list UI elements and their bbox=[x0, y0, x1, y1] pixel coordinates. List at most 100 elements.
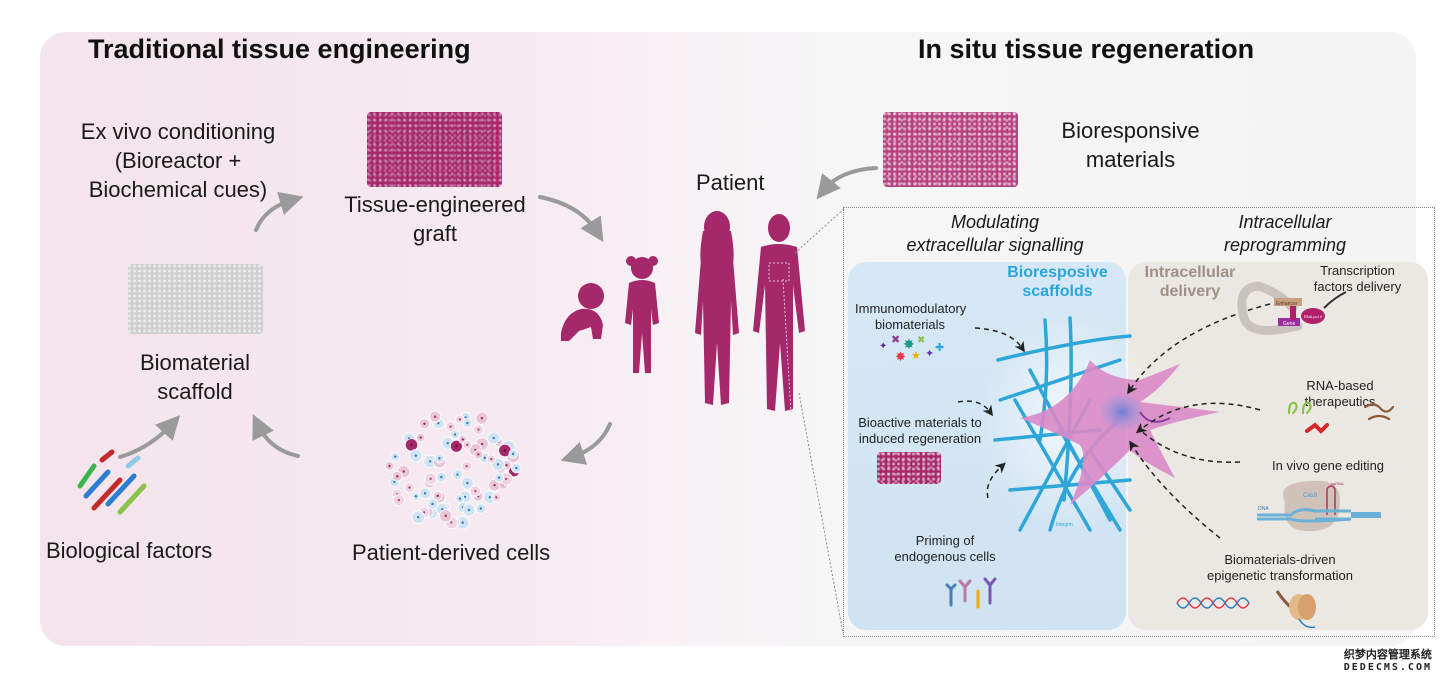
icd-line2: delivery bbox=[1159, 283, 1221, 300]
in-situ-title: In situ tissue regeneration bbox=[918, 34, 1255, 64]
biological-factors-label: Biological factors bbox=[46, 538, 213, 563]
cell-nucleus-dot bbox=[505, 464, 508, 467]
bioresponsive-line1: Bioresponsive bbox=[1061, 118, 1200, 143]
transcription-factor-icon: Enhancer Gene RNA pol II bbox=[1237, 281, 1347, 335]
gene-label: Gene bbox=[1283, 321, 1295, 327]
cell-nucleus-dot bbox=[467, 508, 471, 512]
bioresponsive-line2: materials bbox=[1085, 147, 1176, 172]
patient-cells-label: Patient-derived cells bbox=[352, 540, 551, 565]
svg-text:✦: ✦ bbox=[879, 341, 887, 352]
scaffold-label: Biomaterial scaffold bbox=[110, 348, 280, 406]
cell-nucleus-dot bbox=[464, 416, 467, 419]
scaffold-line2: scaffold bbox=[157, 379, 233, 404]
cell-nucleus-dot bbox=[466, 421, 469, 425]
baby-silhouette-icon bbox=[561, 283, 604, 341]
bioactive-line2: induced regeneration bbox=[858, 431, 982, 446]
cell-nucleus-dot bbox=[495, 496, 498, 499]
rna-label: RNA-based therapeutics bbox=[1290, 378, 1390, 410]
woman-silhouette-icon bbox=[695, 211, 739, 405]
svg-text:✦: ✦ bbox=[925, 348, 934, 360]
cell-nucleus-dot bbox=[446, 441, 449, 445]
ex-vivo-label: Ex vivo conditioning (Bioreactor + Bioch… bbox=[58, 117, 298, 204]
priming-line2: endogenous cells bbox=[894, 549, 996, 564]
cas9-label: Cas9 bbox=[1303, 493, 1318, 499]
cell-nucleus bbox=[1100, 394, 1144, 430]
cell-nucleus-dot bbox=[449, 425, 452, 428]
graft-line1: Tissue-engineered bbox=[344, 192, 526, 217]
cell-nucleus-dot bbox=[461, 521, 464, 524]
tissue-engineered-graft-image bbox=[367, 112, 502, 187]
epigenetic-label: Biomaterials-driven epigenetic transform… bbox=[1190, 552, 1370, 584]
epigenetic-line1: Biomaterials-driven bbox=[1224, 552, 1336, 567]
cell-nucleus-dot bbox=[466, 443, 469, 447]
gene-editing-label: In vivo gene editing bbox=[1272, 458, 1385, 473]
biomaterial-scaffold-image bbox=[128, 264, 263, 334]
arrow-to-graft bbox=[254, 191, 304, 232]
bioresponsive-label: Bioresponsive materials bbox=[1048, 116, 1213, 174]
ex-vivo-line1: Ex vivo conditioning bbox=[80, 119, 276, 144]
transcription-line2: factors delivery bbox=[1313, 279, 1402, 294]
intracellular-heading-line2: reprogramming bbox=[1223, 235, 1347, 255]
transcription-label: Transcription factors delivery bbox=[1300, 263, 1415, 295]
cell-nucleus-dot bbox=[458, 418, 462, 421]
cell-body bbox=[1020, 360, 1220, 505]
watermark-line1: 织梦内容管理系统 bbox=[1343, 649, 1432, 661]
watermark-line2: DEDECMS.COM bbox=[1343, 662, 1432, 673]
arrow-to-patient-right bbox=[816, 166, 878, 200]
arrow-to-patient bbox=[538, 195, 604, 243]
cell-nucleus-dot bbox=[414, 454, 418, 457]
immuno-line2: biomaterials bbox=[874, 317, 946, 332]
graft-label: Tissue-engineered graft bbox=[330, 190, 540, 248]
cell-nucleus-dot bbox=[477, 453, 480, 456]
zoom-detail-box bbox=[843, 207, 1435, 637]
cell-nucleus-dot bbox=[396, 475, 399, 478]
cell-nucleus-dot bbox=[438, 457, 441, 460]
cell-nucleus-dot bbox=[419, 436, 422, 439]
cell-nucleus-dot bbox=[429, 477, 432, 481]
arrow-to-cells bbox=[560, 422, 612, 465]
patient-silhouettes bbox=[561, 207, 846, 634]
cycle-arrows bbox=[118, 191, 612, 465]
priming-line1: Priming of bbox=[915, 533, 975, 548]
cell-nucleus-dot bbox=[428, 460, 432, 463]
svg-text:✚: ✚ bbox=[935, 342, 944, 354]
brs-line1: Bioresposive bbox=[1007, 264, 1108, 281]
bioactive-line1: Bioactive materials to bbox=[858, 415, 982, 430]
dna-label: DNA bbox=[1258, 506, 1269, 512]
cell-nucleus-dot bbox=[474, 489, 477, 493]
cell-nucleus-dot bbox=[488, 496, 492, 499]
cells-cluster-icon bbox=[384, 410, 522, 530]
intracellular-delivery-title: Intracellular delivery bbox=[1135, 263, 1245, 301]
cell-nucleus-dot bbox=[388, 464, 391, 468]
rna-pol-label: RNA pol II bbox=[1304, 314, 1322, 319]
patient-label: Patient bbox=[696, 170, 765, 195]
immuno-line1: Immunomodulatory bbox=[855, 301, 967, 316]
cell-nucleus-dot bbox=[444, 514, 447, 518]
protein-structure-icon bbox=[77, 449, 147, 515]
child-silhouette-icon bbox=[625, 256, 659, 373]
arrow-factors-to-scaffold bbox=[118, 415, 181, 459]
cell-nucleus-dot bbox=[436, 494, 439, 498]
cell-nucleus-dot bbox=[414, 495, 418, 498]
bioactive-material-image bbox=[877, 452, 941, 484]
cell-nucleus-dot bbox=[450, 521, 453, 524]
cell-nucleus-dot bbox=[453, 433, 457, 436]
scaffold-cell-illustration: Integrin bbox=[980, 310, 1220, 532]
svg-text:✸: ✸ bbox=[903, 336, 915, 352]
arrow-cells-to-scaffold bbox=[252, 414, 300, 458]
enhancer-label: Enhancer bbox=[1276, 301, 1298, 307]
integrin-label: Integrin bbox=[1056, 522, 1073, 528]
brs-line2: scaffolds bbox=[1022, 283, 1093, 300]
man-silhouette-icon bbox=[753, 214, 805, 411]
epigenetic-line2: epigenetic transformation bbox=[1207, 568, 1353, 583]
cell-nucleus-dot bbox=[422, 511, 426, 514]
cell-nucleus-dot bbox=[465, 464, 468, 468]
cell-nucleus-dot bbox=[410, 443, 413, 447]
cell-nucleus-dot bbox=[397, 498, 401, 502]
cell-nucleus-dot bbox=[394, 455, 397, 458]
cell-nucleus-dot bbox=[402, 470, 406, 473]
cell-nucleus-dot bbox=[437, 422, 440, 425]
cell-nucleus-dot bbox=[455, 445, 458, 448]
nucleosome-icon bbox=[1275, 590, 1316, 629]
cell-nucleus-dot bbox=[458, 497, 462, 500]
